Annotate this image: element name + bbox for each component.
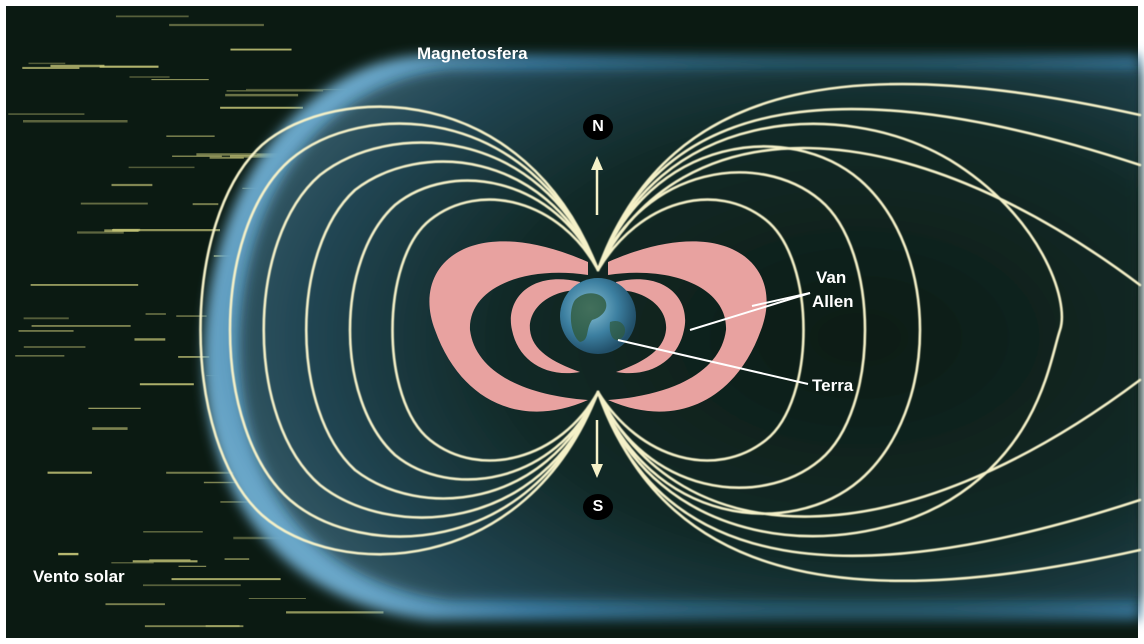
van-allen-belts (429, 241, 767, 412)
outer-belt-left (429, 241, 588, 412)
solar-wind-label: Vento solar (33, 567, 125, 586)
south-pole-label: S (583, 494, 613, 520)
magnetosphere-label: Magnetosfera (417, 44, 528, 63)
north-pole-label: N (583, 114, 613, 140)
inner-belt-left (510, 279, 580, 374)
magnetic-field-lines (199, 82, 1142, 583)
callout-lines (617, 292, 811, 385)
pole-arrows (591, 156, 603, 478)
van-allen-label-line2: Allen (812, 292, 854, 311)
outer-belt-right (608, 241, 767, 412)
earth-label: Terra (812, 376, 854, 395)
earth-globe (560, 278, 636, 354)
van-allen-label-line1: Van (816, 268, 847, 287)
inner-belt-right (616, 279, 686, 374)
